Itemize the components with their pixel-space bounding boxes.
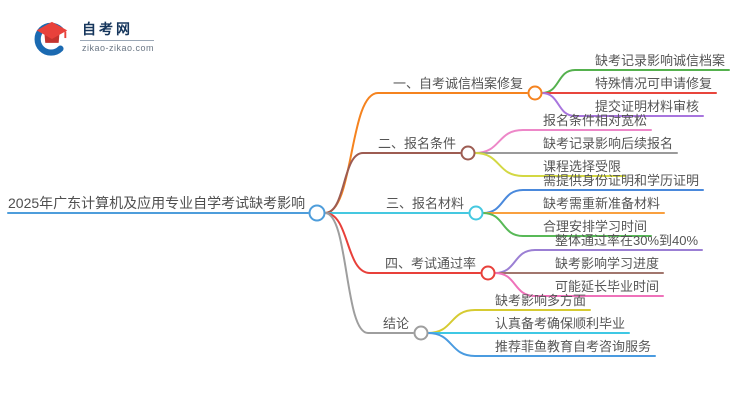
connector-line	[494, 272, 664, 297]
mindmap-leaf-label: 缺考记录影响诚信档案	[595, 53, 726, 68]
node-circle	[480, 265, 496, 281]
mindmap-branch-label: 三、报名材料	[386, 196, 465, 211]
mindmap-leaf-label: 报名条件相对宽松	[543, 113, 648, 128]
mindmap-branch-label: 一、自考诚信档案修复	[393, 76, 524, 91]
mindmap-leaf-label: 缺考影响学习进度	[555, 256, 660, 271]
mindmap-leaf-label: 整体通过率在30%到40%	[555, 233, 699, 248]
logo-divider	[80, 40, 155, 41]
mindmap-leaf-label: 认真备考确保顺利毕业	[495, 316, 626, 331]
connector-line	[324, 212, 481, 274]
logo-subtitle: zikao-zikao.com	[82, 43, 155, 53]
logo: 自考网 zikao-zikao.com	[30, 18, 155, 60]
logo-title: 自考网	[82, 21, 133, 37]
connector-line	[541, 92, 704, 117]
mindmap-leaf-label: 缺考记录影响后续报名	[543, 136, 674, 151]
mindmap-branch-label: 结论	[383, 316, 410, 331]
node-circle	[460, 145, 476, 161]
connector-line	[427, 332, 656, 357]
mindmap-leaf-label: 缺考影响多方面	[495, 293, 587, 308]
node-circle	[308, 204, 326, 222]
logo-cap-icon	[36, 21, 68, 39]
mindmap-leaf-label: 推荐菲鱼教育自考咨询服务	[495, 339, 652, 354]
mindmap-branch-label: 四、考试通过率	[385, 256, 477, 271]
connector-line	[324, 212, 414, 334]
logo-icon	[34, 21, 68, 56]
mindmap-leaf-label: 缺考需重新准备材料	[543, 196, 661, 211]
connector-line	[482, 212, 652, 237]
node-circle	[468, 205, 484, 221]
mindmap-leaf-label: 合理安排学习时间	[543, 219, 648, 234]
connector-line	[474, 152, 626, 177]
node-circle	[527, 85, 543, 101]
mindmap-leaf-label: 特殊情况可申请修复	[595, 76, 713, 91]
mindmap-branch-label: 二、报名条件	[378, 136, 457, 151]
connector-line	[324, 152, 461, 214]
mindmap-leaf-label: 可能延长毕业时间	[555, 279, 660, 294]
node-circle	[413, 325, 429, 341]
logo-text: 自考网 zikao-zikao.com	[80, 18, 155, 53]
mindmap-leaf-label: 课程选择受限	[543, 159, 622, 174]
mindmap-leaf-label: 提交证明材料审核	[595, 99, 700, 114]
mindmap-central-topic: 2025年广东计算机及应用专业自学考试缺考影响	[8, 195, 306, 211]
mindmap-leaf-label: 需提供身份证明和学历证明	[543, 173, 700, 188]
